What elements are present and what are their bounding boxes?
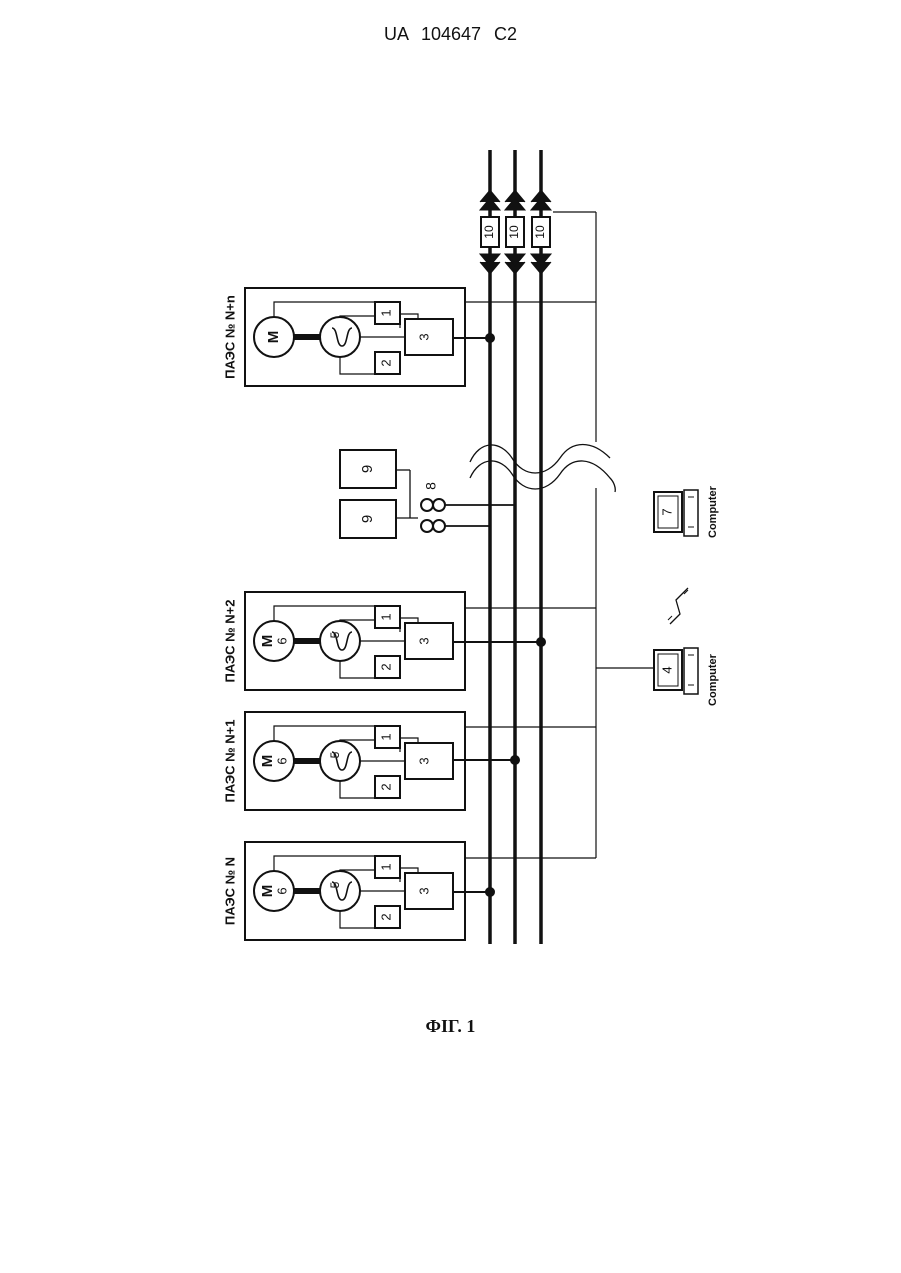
transformer-label: 8 <box>423 482 439 490</box>
computer-label: Computer <box>707 653 719 706</box>
box-label: 1 <box>378 613 393 620</box>
motor-label: М <box>265 331 282 344</box>
box-label: 3 <box>416 637 431 644</box>
computer-number: 7 <box>659 508 674 515</box>
tap-dot <box>510 755 520 765</box>
box-label: 1 <box>378 309 393 316</box>
generator-number: 5 <box>328 751 342 758</box>
generator-icon <box>320 871 360 911</box>
box-label: 1 <box>378 733 393 740</box>
station-title: ПАЭС № N+2 <box>222 600 237 683</box>
shaft <box>294 758 320 764</box>
box-label: 3 <box>416 887 431 894</box>
motor-label: М <box>259 885 276 898</box>
breaker-1: 10 <box>480 190 500 274</box>
load-label: 9 <box>359 515 376 523</box>
tap-dot <box>485 887 495 897</box>
box-label: 2 <box>378 359 393 366</box>
station-block: ПАЭС № N М6 5 1 2 3 <box>222 842 465 940</box>
motor-label: М <box>259 755 276 768</box>
breaker-3: 10 <box>531 190 551 274</box>
station-block: ПАЭС № N+1 М6 5 1 2 3 <box>222 712 465 810</box>
station-block: ПАЭС № N+n М 1 2 3 <box>222 288 465 386</box>
box-label: 3 <box>416 757 431 764</box>
generator-number: 5 <box>328 881 342 888</box>
wireless-link-icon <box>668 588 688 624</box>
computer-label: Computer <box>707 485 719 538</box>
tap-dot <box>536 637 546 647</box>
station-title: ПАЭС № N+n <box>222 295 237 379</box>
motor-number: 6 <box>274 757 289 764</box>
breaker-2: 10 <box>505 190 525 274</box>
box-label: 2 <box>378 663 393 670</box>
motor-number: 6 <box>274 887 289 894</box>
transformer-icon <box>421 499 445 532</box>
box-label: 2 <box>378 783 393 790</box>
shaft <box>294 638 320 644</box>
figure-caption: ФІГ. 1 <box>0 1016 901 1037</box>
breaker-label: 10 <box>507 225 521 239</box>
breaker-label: 10 <box>482 225 496 239</box>
computer-7: 7 Computer <box>654 485 719 538</box>
station-title: ПАЭС № N+1 <box>222 720 237 803</box>
generator-number: 5 <box>328 631 342 638</box>
bus-taps <box>453 333 546 897</box>
breakers: 10 10 10 <box>480 190 551 274</box>
box-label: 3 <box>416 333 431 340</box>
motor-number: 6 <box>274 637 289 644</box>
load-label: 9 <box>359 465 376 473</box>
station-title: ПАЭС № N <box>222 857 237 925</box>
shaft <box>294 888 320 894</box>
generator-icon <box>320 317 360 357</box>
shaft <box>294 334 320 340</box>
computer-4: 4 Computer <box>654 648 719 706</box>
tap-dot <box>485 333 495 343</box>
motor-label: М <box>259 635 276 648</box>
box-label: 1 <box>378 863 393 870</box>
computer-number: 4 <box>659 666 674 673</box>
station-block: ПАЭС № N+2 М6 5 1 2 3 <box>222 592 465 690</box>
control-lines <box>463 212 655 858</box>
breaker-label: 10 <box>533 225 547 239</box>
box-label: 2 <box>378 913 393 920</box>
generator-icon <box>320 621 360 661</box>
generator-icon <box>320 741 360 781</box>
